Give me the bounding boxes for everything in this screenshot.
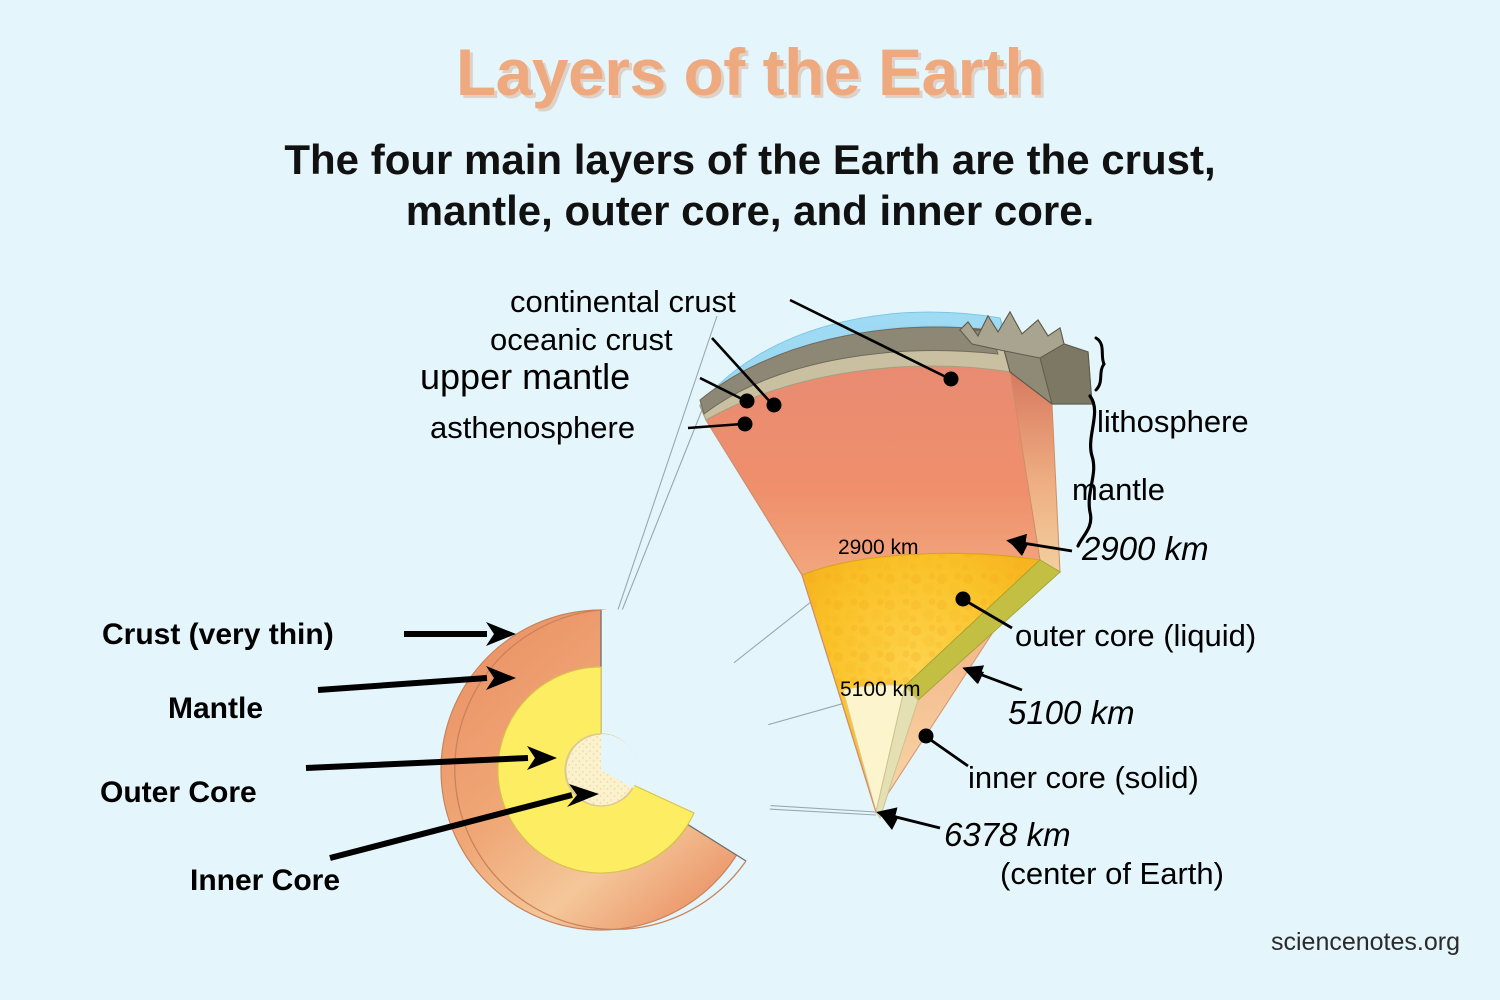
- label-inner-core: inner core (solid): [968, 760, 1199, 795]
- inline-depth-2900: 2900 km: [838, 536, 919, 559]
- mantle-brace: [1076, 394, 1097, 548]
- label-continental-crust: continental crust: [510, 284, 736, 319]
- subtitle-line-2: mantle, outer core, and inner core.: [405, 187, 1095, 235]
- wedge-arrowheads: [878, 540, 1028, 830]
- label-depth-5100: 5100 km: [1008, 694, 1135, 731]
- page-subtitle: The four main layers of the Earth are th…: [150, 134, 1350, 236]
- label-crust: Crust (very thin): [102, 618, 334, 651]
- label-center-of-earth: (center of Earth): [1000, 856, 1224, 891]
- wedge-leader-dots-right: [918, 591, 971, 744]
- sphere-arrowheads: [486, 622, 599, 807]
- label-oceanic-crust: oceanic crust: [490, 322, 673, 357]
- subtitle-line-1: The four main layers of the Earth are th…: [284, 136, 1216, 183]
- label-mantle: Mantle: [168, 692, 264, 725]
- page-title: Layers of the Earth: [455, 35, 1045, 109]
- label-outer-core-sphere: Outer Core: [100, 776, 257, 809]
- sphere-label-arrows: [305, 631, 573, 861]
- label-inner-core-sphere: Inner Core: [190, 864, 341, 897]
- source-credit: sciencenotes.org: [1270, 928, 1460, 956]
- wedge-leader-dots-left: [737, 371, 959, 432]
- label-outer-core: outer core (liquid): [1015, 618, 1257, 653]
- label-asthenosphere: asthenosphere: [430, 410, 636, 445]
- wedge-leader-lines-left: [687, 298, 949, 430]
- inline-depth-5100: 5100 km: [840, 678, 921, 701]
- label-mantle-zone: mantle: [1072, 472, 1166, 507]
- label-upper-mantle: upper mantle: [420, 356, 631, 397]
- label-lithosphere: lithosphere: [1097, 404, 1249, 439]
- earth-cutaway-sphere: [440, 609, 775, 931]
- earth-cutaway-wedge: [699, 310, 1093, 820]
- label-depth-6378: 6378 km: [944, 816, 1071, 853]
- lithosphere-brace: [1094, 336, 1106, 392]
- label-depth-2900: 2900 km: [1082, 530, 1209, 567]
